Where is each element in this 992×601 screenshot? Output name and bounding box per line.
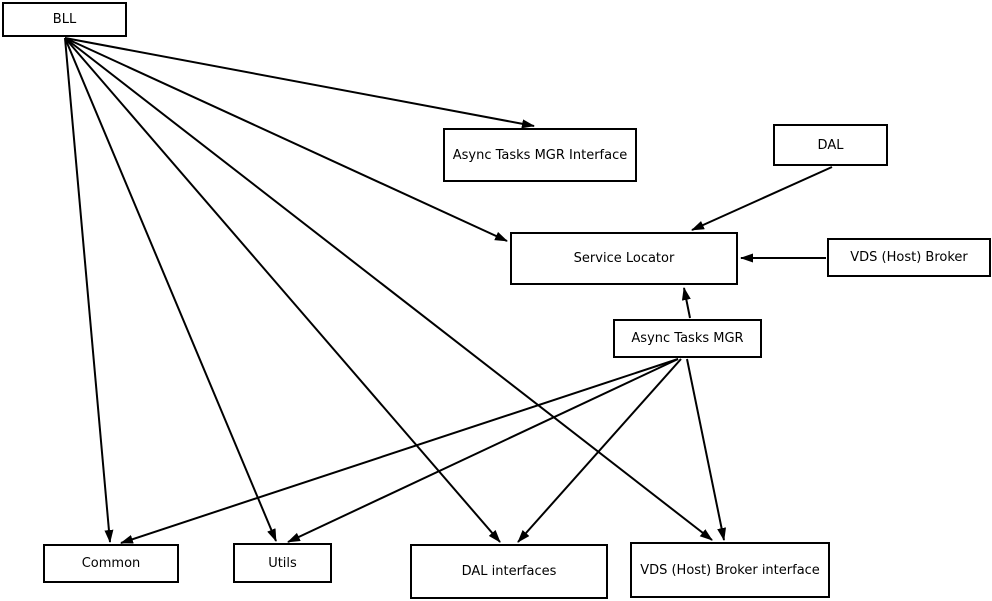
edge-bll-to-async-tasks-mgr-interface [64,37,535,129]
edge-dal-to-service-locator [691,166,833,231]
node-bll-label: BLL [52,12,77,27]
node-vds-host-broker-interface: VDS (Host) Broker interface [630,542,830,598]
node-dal-interfaces-label: DAL interfaces [461,564,557,579]
node-dal-interfaces: DAL interfaces [410,544,608,599]
node-utils: Utils [233,543,332,583]
edge-bll-to-common [64,37,114,543]
edge-async-tasks-mgr-to-utils [287,358,679,543]
node-dal-label: DAL [817,137,844,153]
node-utils-label: Utils [268,555,297,571]
edge-bll-to-utils [64,37,277,542]
node-vds-host-broker-interface-label: VDS (Host) Broker interface [640,562,820,578]
node-async-tasks-mgr-interface: Async Tasks MGR Interface [443,128,637,182]
node-dal: DAL [773,124,888,166]
edge-async-tasks-mgr-to-vds-host-broker-interface [686,358,727,541]
edge-async-tasks-mgr-to-dal-interfaces [517,358,682,543]
node-common: Common [43,544,179,583]
node-service-locator: Service Locator [510,232,738,285]
edge-bll-to-service-locator [64,37,508,242]
edge-bll-to-vds-host-broker-interface [64,37,713,541]
node-service-locator-label: Service Locator [573,251,675,266]
node-async-tasks-mgr: Async Tasks MGR [613,319,762,358]
edge-bll-to-dal-interfaces [64,37,501,543]
node-async-tasks-mgr-interface-label: Async Tasks MGR Interface [452,147,628,163]
node-bll: BLL [2,2,127,37]
edge-async-tasks-mgr-to-service-locator [681,287,691,319]
node-common-label: Common [81,556,141,571]
node-vds-host-broker-label: VDS (Host) Broker [850,250,968,265]
node-async-tasks-mgr-label: Async Tasks MGR [631,331,744,346]
edge-async-tasks-mgr-to-common [120,358,679,544]
node-vds-host-broker: VDS (Host) Broker [827,238,991,277]
